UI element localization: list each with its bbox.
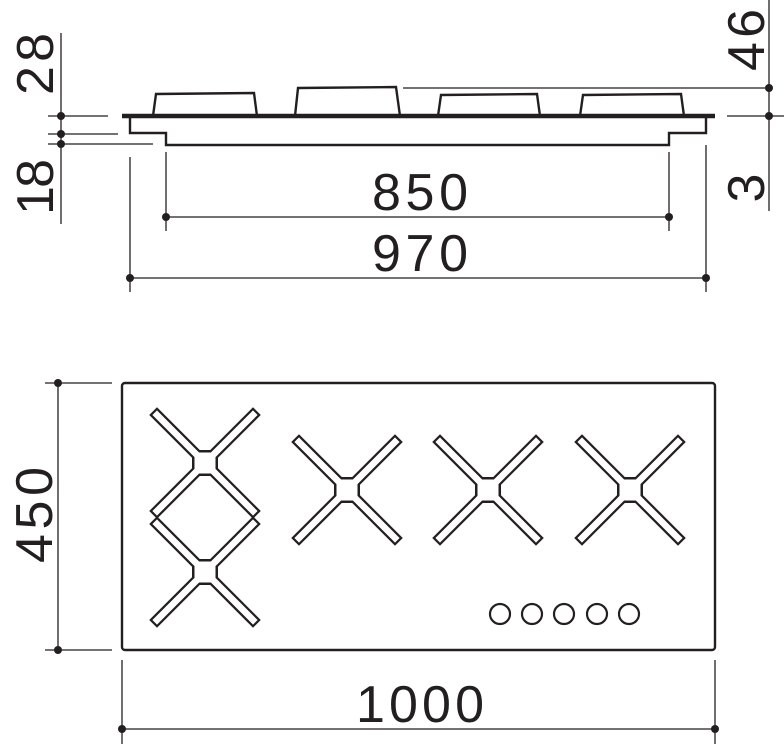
burner-grate bbox=[149, 516, 261, 628]
dim-3: 3 bbox=[718, 174, 776, 203]
knob bbox=[488, 602, 512, 626]
control-knobs bbox=[488, 602, 641, 626]
dim-850: 850 bbox=[372, 164, 468, 222]
side-view: 28 18 46 3 850 970 bbox=[7, 0, 784, 292]
burner-cap bbox=[578, 92, 686, 117]
burner-cap bbox=[151, 91, 259, 117]
burner-grate bbox=[291, 434, 403, 546]
top-view: 450 1000 bbox=[6, 379, 719, 744]
dim-46: 46 bbox=[718, 9, 776, 71]
burner-grate bbox=[432, 434, 544, 546]
burner-caps bbox=[151, 85, 686, 117]
burner-grate bbox=[149, 407, 261, 519]
pan-supports bbox=[149, 407, 686, 628]
cooktop-outline bbox=[120, 381, 717, 652]
dim-1000: 1000 bbox=[356, 676, 484, 734]
cooktop-body bbox=[128, 118, 708, 147]
dim-28: 28 bbox=[7, 33, 65, 95]
knob bbox=[585, 602, 609, 626]
dim-450: 450 bbox=[6, 467, 64, 563]
dim-18: 18 bbox=[7, 159, 65, 215]
burner-cap bbox=[436, 92, 542, 117]
dim-970: 970 bbox=[372, 225, 468, 283]
burner-cap bbox=[293, 85, 402, 117]
knob bbox=[520, 602, 544, 626]
knob bbox=[552, 602, 576, 626]
knob bbox=[617, 602, 641, 626]
burner-grate bbox=[574, 434, 686, 546]
